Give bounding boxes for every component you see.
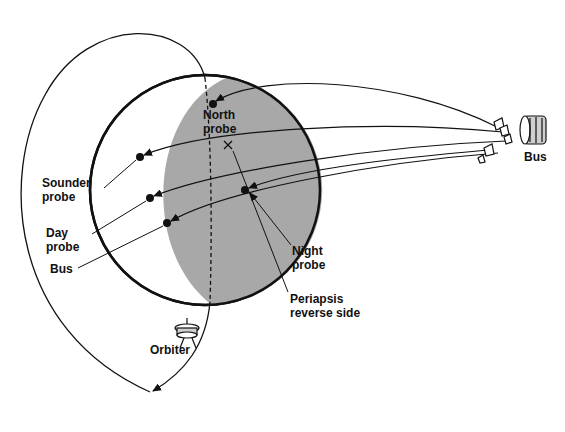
probe-label: Night probe — [292, 244, 340, 272]
probe-label: Sounder probe — [42, 176, 104, 204]
probe-label: North probe — [203, 108, 251, 136]
spacecraft-label: Orbiter — [150, 343, 190, 357]
spacecraft-label: Bus — [50, 262, 73, 276]
spacecraft-label: Bus — [524, 150, 547, 164]
periapsis-mark — [224, 141, 232, 149]
planet-outline — [90, 75, 320, 305]
probe-label: Day probe — [46, 226, 92, 254]
callout-label: Periapsis reverse side — [290, 292, 374, 320]
orbit — [21, 34, 205, 392]
